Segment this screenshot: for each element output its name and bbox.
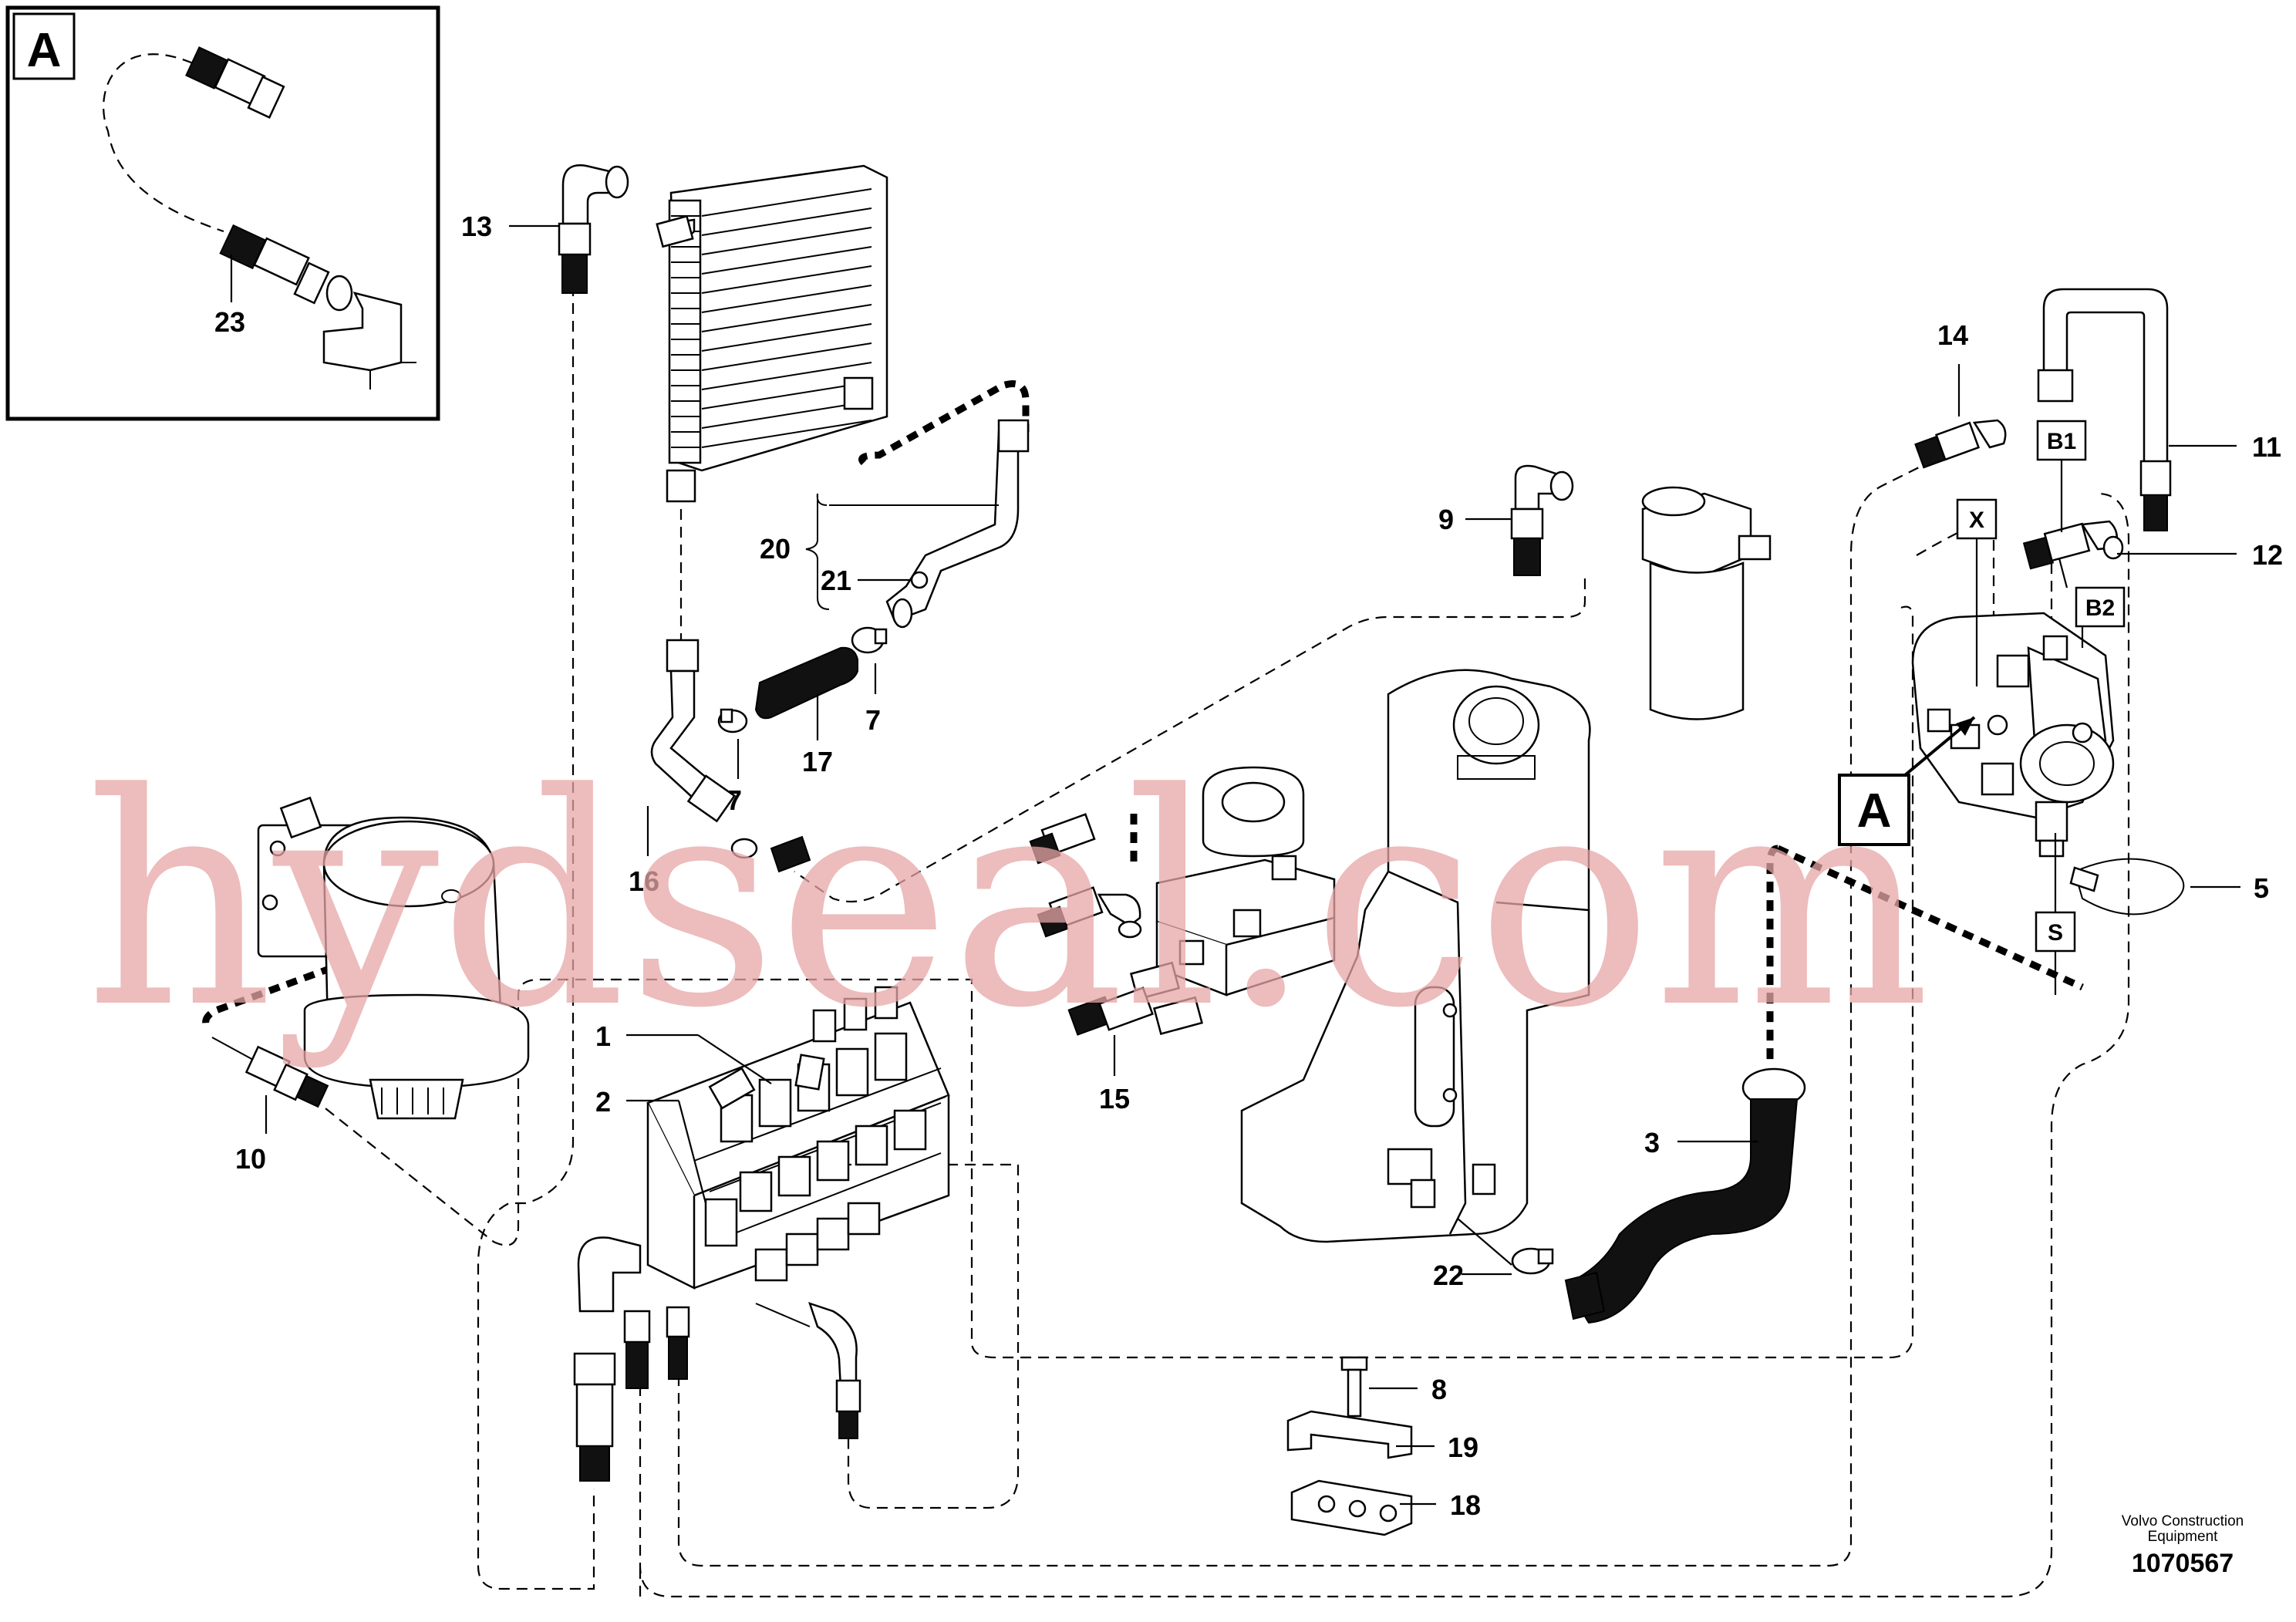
port-label-x: X bbox=[1969, 508, 1984, 533]
hose-17: 17 bbox=[754, 646, 858, 777]
port-label-s: S bbox=[2048, 920, 2063, 946]
footer-company-line2: Equipment bbox=[2148, 1529, 2219, 1545]
callout-5: 5 bbox=[2254, 872, 2269, 904]
clamp-7a: 7 bbox=[851, 626, 888, 736]
heavy-hoses bbox=[202, 380, 2084, 1064]
pipe-20: 20 21 bbox=[760, 419, 1030, 629]
callout-20: 20 bbox=[760, 533, 791, 565]
callout-17: 17 bbox=[802, 746, 833, 777]
elbow-fitting-13: 13 bbox=[461, 164, 629, 294]
footer-company-line1: Volvo Construction bbox=[2122, 1513, 2244, 1529]
bolt-8: 8 bbox=[1340, 1356, 1447, 1418]
valve-port-fittings bbox=[573, 1236, 861, 1482]
bracket-19: 19 bbox=[1286, 1410, 1478, 1463]
callout-12: 12 bbox=[2252, 539, 2283, 571]
watermark: hydseal.com bbox=[85, 730, 1930, 1072]
callout-21: 21 bbox=[821, 565, 851, 596]
fitting-12: 12 bbox=[2022, 520, 2283, 571]
callout-13: 13 bbox=[461, 211, 492, 242]
hydraulic-pump bbox=[1911, 612, 2115, 858]
fitting-14: 14 bbox=[1914, 319, 2007, 469]
oil-cooler bbox=[656, 164, 888, 503]
return-filter bbox=[1641, 486, 1772, 720]
small-fittings-center bbox=[730, 813, 1142, 939]
callout-11: 11 bbox=[2252, 431, 2281, 463]
detail-a-inset: A 23 bbox=[5, 5, 440, 421]
hydraulic-tank bbox=[1240, 669, 1591, 1243]
callout-15: 15 bbox=[1099, 1083, 1130, 1114]
callout-9: 9 bbox=[1438, 504, 1454, 535]
pipe-11: 11 bbox=[2037, 288, 2281, 531]
callout-3: 3 bbox=[1644, 1127, 1660, 1158]
callout-10: 10 bbox=[235, 1143, 266, 1175]
control-valve: 1 2 bbox=[595, 986, 950, 1290]
pipe-16: 16 bbox=[629, 639, 737, 897]
fitting-10: 10 bbox=[211, 1037, 329, 1175]
callout-14: 14 bbox=[1937, 319, 1968, 351]
footer: Volvo Construction Equipment 1070567 bbox=[2122, 1513, 2244, 1578]
suction-hose-3: 3 bbox=[1564, 1067, 1806, 1324]
callout-2: 2 bbox=[595, 1086, 611, 1118]
callout-8: 8 bbox=[1431, 1374, 1447, 1405]
clamp-22: 22 bbox=[1433, 1218, 1554, 1291]
accumulator-valve-block: 15 bbox=[1067, 766, 1336, 1114]
port-label-b1: B1 bbox=[2047, 429, 2076, 454]
callout-16: 16 bbox=[629, 865, 659, 897]
clamp-block-18: 18 bbox=[1290, 1479, 1481, 1536]
inset-fitting-upper bbox=[185, 46, 285, 119]
callout-1: 1 bbox=[595, 1020, 611, 1052]
fitting-9: 9 bbox=[1438, 464, 1574, 576]
footer-drawing-number: 1070567 bbox=[2132, 1549, 2234, 1578]
callout-23: 23 bbox=[214, 306, 245, 338]
callout-7a: 7 bbox=[865, 704, 881, 736]
valve-sections bbox=[693, 986, 942, 1282]
callout-19: 19 bbox=[1448, 1431, 1478, 1463]
callout-18: 18 bbox=[1450, 1489, 1481, 1521]
hose-routes bbox=[269, 285, 2130, 1598]
callout-22: 22 bbox=[1433, 1259, 1464, 1291]
cable-tie-5: 5 bbox=[2069, 858, 2269, 916]
port-labels: B1 B2 X S bbox=[1956, 420, 2126, 995]
swing-motor bbox=[257, 796, 530, 1120]
port-label-b2: B2 bbox=[2085, 595, 2115, 621]
detail-a-callout: A bbox=[1838, 716, 1976, 846]
detail-a-label: A bbox=[27, 24, 62, 77]
cooler-fins bbox=[701, 188, 872, 448]
detail-a-reference: A bbox=[1857, 784, 1892, 838]
